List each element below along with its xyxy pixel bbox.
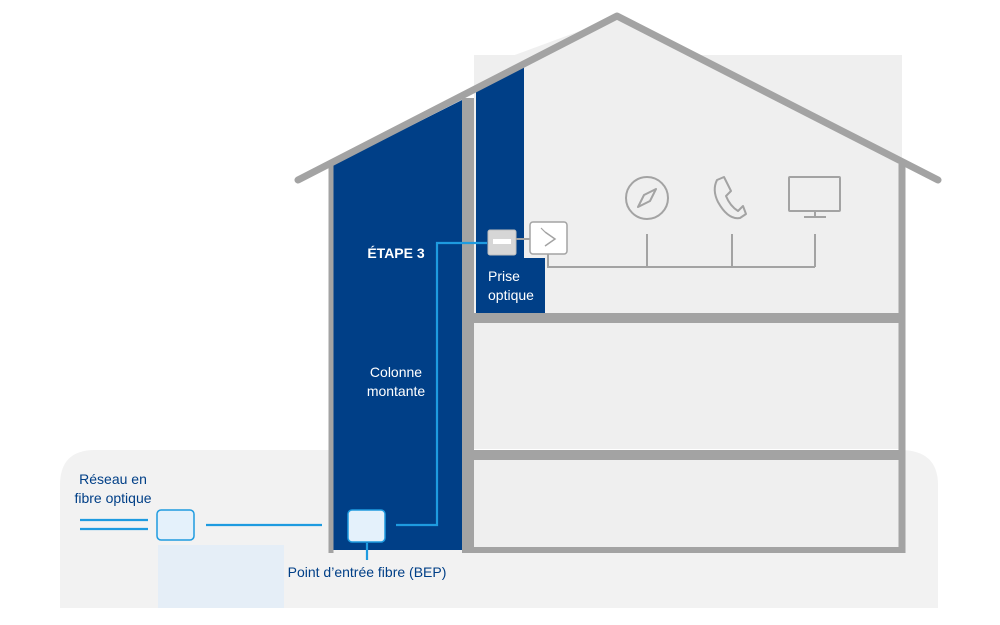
router-icon (529, 221, 568, 255)
riser-column (333, 100, 462, 550)
street-fiber-box (156, 509, 195, 541)
reseau-label-line1: Réseau en (79, 471, 147, 487)
device-wiring (547, 234, 816, 268)
compass-icon (625, 176, 669, 220)
fiber-network-lines (80, 241, 487, 560)
colonne-label-line1: Colonne (370, 364, 422, 380)
prise-label-line2: optique (488, 287, 534, 303)
underground-pit (158, 545, 284, 608)
prise-label-line1: Prise (488, 268, 520, 284)
prise-box (476, 258, 545, 313)
optical-socket-icon (487, 229, 517, 256)
phone-icon (713, 176, 747, 220)
bep-label: Point d’entrée fibre (BEP) (288, 564, 447, 580)
bep-box (347, 509, 386, 543)
colonne-label-line2: montante (367, 383, 426, 399)
room-floor-middle (474, 323, 902, 449)
room-attic (474, 18, 902, 313)
reseau-label-line2: fibre optique (74, 490, 151, 506)
etape-label: ÉTAPE 3 (367, 245, 425, 261)
house-walls (294, 12, 942, 553)
monitor-icon (788, 176, 841, 218)
room-floor-bottom (474, 460, 902, 549)
